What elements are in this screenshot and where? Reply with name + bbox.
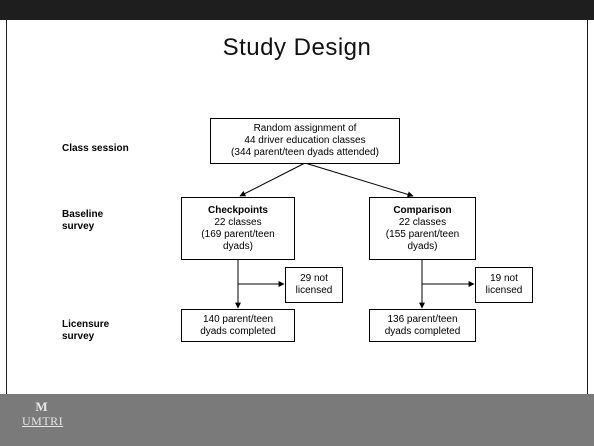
footer-bar <box>0 394 594 446</box>
checkpoints-completed-box: 140 parent/teen dyads completed <box>181 309 295 342</box>
comparison-not-licensed-box: 19 not licensed <box>475 267 533 303</box>
arrow-to-checkpoints <box>239 162 306 197</box>
umtri-logo: M UMTRI <box>22 399 64 429</box>
checkpoints-not-licensed-box: 29 not licensed <box>285 267 343 303</box>
top-bar <box>0 0 594 20</box>
random-assignment-box: Random assignment of 44 driver education… <box>210 118 400 164</box>
arrow-to-comparison <box>304 162 414 198</box>
comparison-box: Comparison 22 classes (155 parent/teen d… <box>369 197 476 260</box>
comparison-completed-box: 136 parent/teen dyads completed <box>369 309 476 342</box>
slide-title: Study Design <box>222 34 372 61</box>
checkpoints-box: Checkpoints 22 classes (169 parent/teen … <box>181 197 295 260</box>
slide-frame <box>6 0 588 446</box>
row-label-class-session: Class session <box>62 143 129 154</box>
logo-wordmark: UMTRI <box>22 414 64 428</box>
block-m-icon: M <box>35 399 49 414</box>
